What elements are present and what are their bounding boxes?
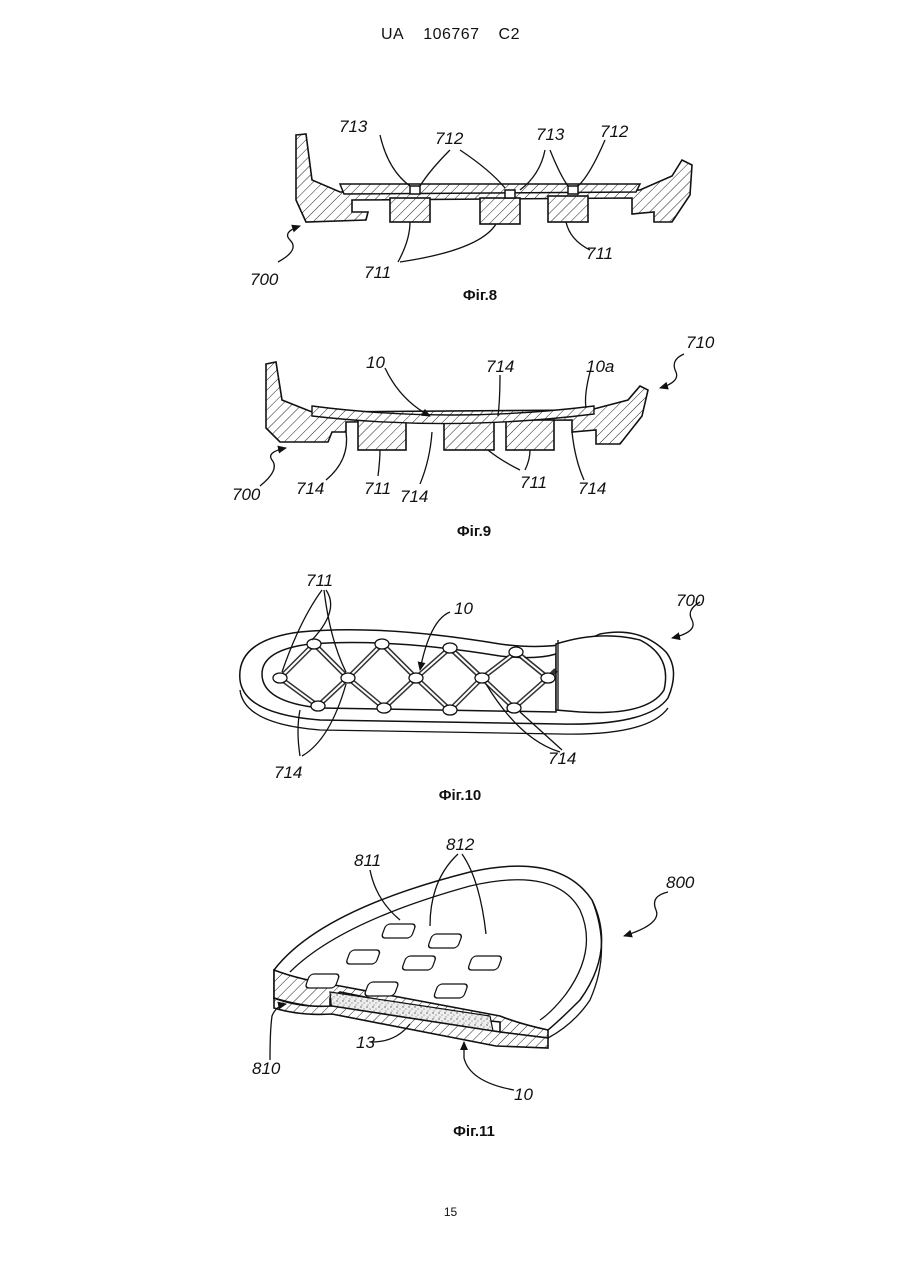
fig9-label-10a: 10a xyxy=(586,357,614,376)
fig10-label-10: 10 xyxy=(454,599,473,618)
fig9-label-714b: 714 xyxy=(400,487,428,506)
fig10-caption: Фіг.10 xyxy=(439,787,482,804)
fig8-sole-section xyxy=(296,134,692,224)
fig11-label-811: 811 xyxy=(354,851,381,870)
page-number: 15 xyxy=(0,1205,901,1219)
fig9-caption: Фіг.9 xyxy=(457,523,491,540)
fig11-label-10: 10 xyxy=(514,1085,533,1104)
fig9-label-710: 710 xyxy=(686,333,715,352)
figure-8: 713 712 713 712 711 711 700 Фіг.8 xyxy=(0,0,901,310)
fig10-label-700: 700 xyxy=(676,591,705,610)
fig10-label-711: 711 xyxy=(306,571,333,590)
fig8-label-712b: 712 xyxy=(600,122,629,141)
figure-10: 711 10 700 714 714 Фіг.10 xyxy=(0,560,901,810)
fig9-label-10: 10 xyxy=(366,353,385,372)
fig10-label-714b: 714 xyxy=(548,749,576,768)
fig8-caption: Фіг.8 xyxy=(463,287,497,304)
fig10-label-714a: 714 xyxy=(274,763,302,782)
fig8-label-712a: 712 xyxy=(435,129,464,148)
fig9-label-714a: 714 xyxy=(296,479,324,498)
fig8-label-711a: 711 xyxy=(364,263,391,282)
fig11-heel-cup xyxy=(274,866,602,1048)
fig8-label-713b: 713 xyxy=(536,125,565,144)
fig8-label-713a: 713 xyxy=(339,117,368,136)
fig11-caption: Фіг.11 xyxy=(453,1123,495,1140)
fig9-label-711b: 711 xyxy=(520,473,547,492)
fig11-label-810: 810 xyxy=(252,1059,281,1078)
fig9-label-700: 700 xyxy=(232,485,261,504)
fig9-label-714-top: 714 xyxy=(486,357,514,376)
fig11-label-812: 812 xyxy=(446,835,475,854)
figure-11: 811 812 800 810 13 10 Фіг.11 xyxy=(0,820,901,1150)
figure-9: 10 714 10a 710 700 714 711 714 711 714 Ф… xyxy=(0,320,901,570)
fig9-label-711a: 711 xyxy=(364,479,391,498)
fig10-sole-perspective xyxy=(240,630,674,734)
fig11-label-13: 13 xyxy=(356,1033,375,1052)
fig8-label-700: 700 xyxy=(250,270,279,289)
fig8-label-711b: 711 xyxy=(586,244,613,263)
fig9-label-714c: 714 xyxy=(578,479,606,498)
fig11-label-800: 800 xyxy=(666,873,695,892)
